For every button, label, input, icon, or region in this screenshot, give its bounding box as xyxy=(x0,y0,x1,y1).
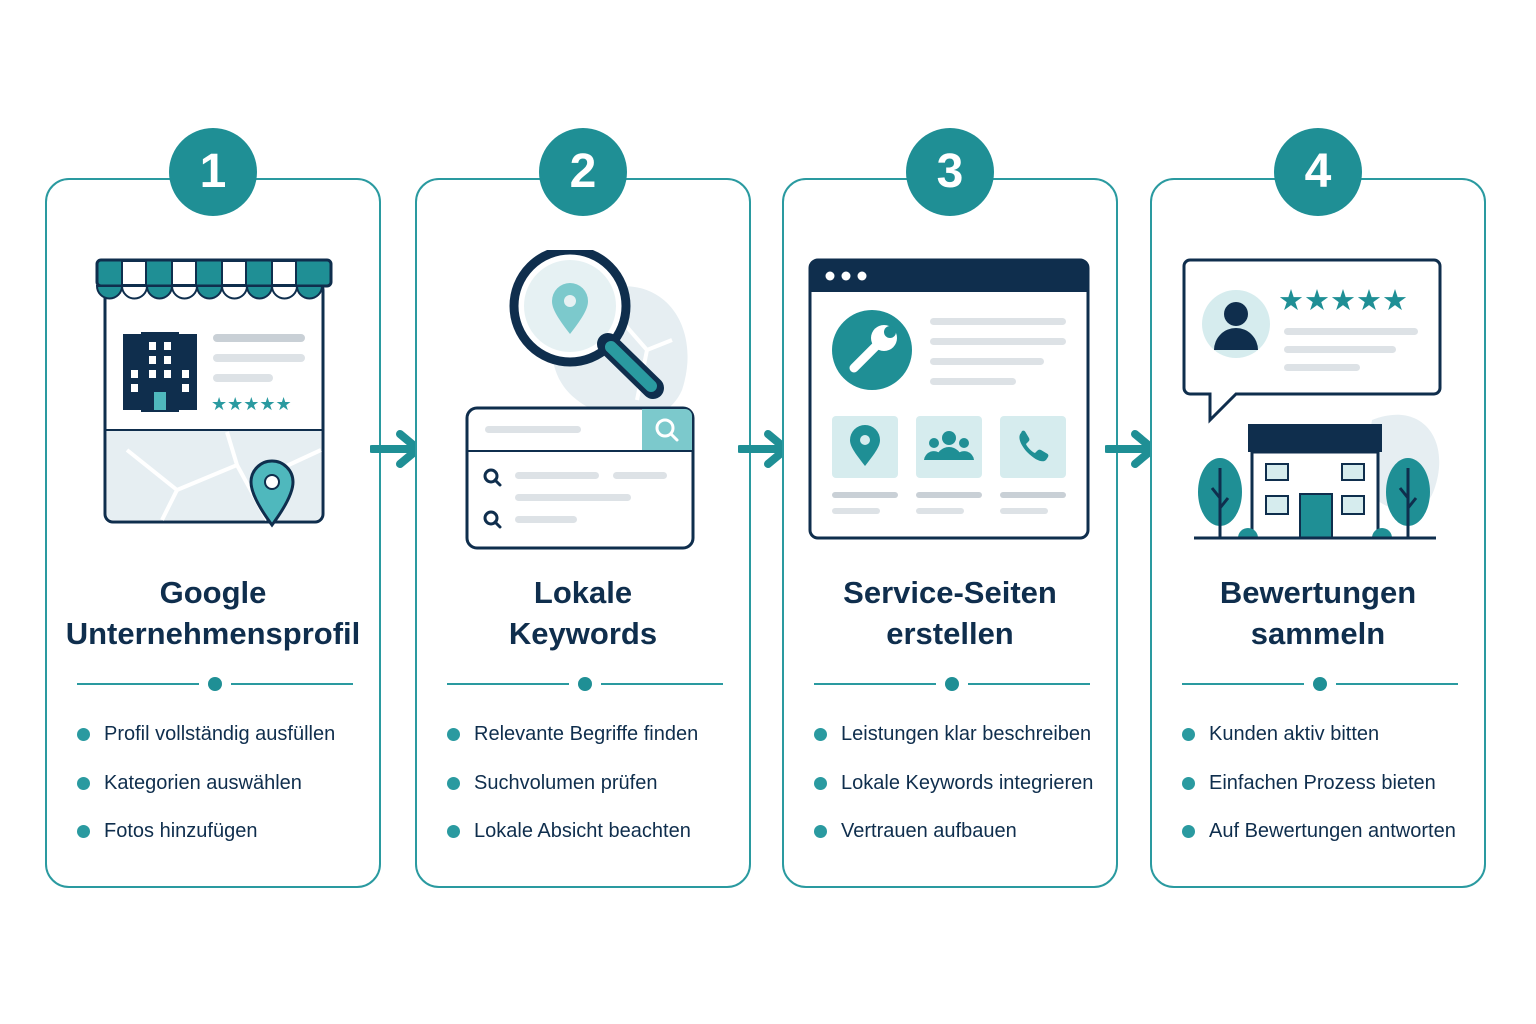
list-item: Auf Bewertungen antworten xyxy=(1182,817,1478,866)
list-item: Suchvolumen prüfen xyxy=(447,769,743,818)
step-title-line2: Unternehmensprofil xyxy=(65,616,361,651)
step-number-badge: 2 xyxy=(539,128,627,216)
list-item: Lokale Keywords integrieren xyxy=(814,769,1110,818)
bullet-list: Leistungen klar beschreiben Lokale Keywo… xyxy=(814,720,1110,866)
storefront-with-map-pin-icon: ★★★★★ xyxy=(95,258,333,528)
bullet-text: Lokale Absicht beachten xyxy=(474,820,691,842)
divider-dot-icon xyxy=(578,677,592,691)
step-card-1: 1 xyxy=(45,128,381,888)
bullet-dot-icon xyxy=(1182,776,1195,790)
bullet-dot-icon xyxy=(814,728,827,741)
step-number-badge: 3 xyxy=(906,128,994,216)
bullet-dot-icon xyxy=(1182,825,1195,838)
bullet-text: Einfachen Prozess bieten xyxy=(1209,771,1436,794)
step-card-2: 2 Lokale Keywords Relevante xyxy=(415,128,751,888)
divider xyxy=(1182,676,1458,692)
step-title-line2: Keywords xyxy=(508,616,658,651)
bullet-text: Kunden aktiv bitten xyxy=(1209,723,1380,745)
list-item: Leistungen klar beschreiben xyxy=(814,720,1110,769)
divider-dot-icon xyxy=(208,677,222,691)
list-item: Lokale Absicht beachten xyxy=(447,817,743,866)
step-title-line1: Google xyxy=(159,575,267,610)
divider-dot-icon xyxy=(1313,677,1327,691)
step-title: Lokale Keywords xyxy=(417,572,749,654)
bullet-list: Kunden aktiv bitten Einfachen Prozess bi… xyxy=(1182,720,1478,866)
step-title: Service-Seiten erstellen xyxy=(784,572,1116,654)
magnifier-search-box-icon xyxy=(465,250,695,550)
list-item: Fotos hinzufügen xyxy=(77,817,373,866)
bullet-dot-icon xyxy=(814,776,827,790)
list-item: Kategorien auswählen xyxy=(77,769,373,818)
bullet-dot-icon xyxy=(77,825,90,838)
bullet-dot-icon xyxy=(447,776,460,790)
step-title-line1: Service-Seiten xyxy=(843,575,1057,610)
step-card-3: 3 Service-Seiten xyxy=(782,128,1118,888)
bullet-dot-icon xyxy=(1182,728,1195,741)
bullet-text: Lokale Keywords integrieren xyxy=(841,771,1094,794)
step-card-4: 4 ★★★★★ Bewertungen sammeln xyxy=(1150,128,1486,888)
bullet-text: Vertrauen aufbauen xyxy=(841,820,1017,842)
bullet-text: Leistungen klar beschreiben xyxy=(841,723,1092,745)
list-item: Kunden aktiv bitten xyxy=(1182,720,1478,769)
bullet-list: Profil vollständig ausfüllen Kategorien … xyxy=(77,720,373,866)
divider xyxy=(814,676,1090,692)
bullet-dot-icon xyxy=(447,728,460,741)
divider xyxy=(77,676,353,692)
list-item: Vertrauen aufbauen xyxy=(814,817,1110,866)
step-number-badge: 1 xyxy=(169,128,257,216)
divider-dot-icon xyxy=(945,677,959,691)
bullet-dot-icon xyxy=(447,825,460,838)
bullet-text: Fotos hinzufügen xyxy=(104,820,258,842)
svg-text:★★★★★: ★★★★★ xyxy=(211,394,292,415)
step-title-line2: sammeln xyxy=(1250,616,1386,651)
step-title-line1: Lokale xyxy=(533,575,633,610)
divider xyxy=(447,676,723,692)
step-title-line2: erstellen xyxy=(886,616,1014,651)
step-title: Google Unternehmensprofil xyxy=(47,572,379,654)
bullet-dot-icon xyxy=(814,825,827,838)
list-item: Profil vollständig ausfüllen xyxy=(77,720,373,769)
list-item: Einfachen Prozess bieten xyxy=(1182,769,1478,818)
bullet-dot-icon xyxy=(77,728,90,741)
bullet-list: Relevante Begriffe finden Suchvolumen pr… xyxy=(447,720,743,866)
website-service-page-icon xyxy=(808,258,1090,540)
step-number-badge: 4 xyxy=(1274,128,1362,216)
review-bubble-house-icon: ★★★★★ xyxy=(1182,258,1442,540)
bullet-text: Relevante Begriffe finden xyxy=(474,723,699,745)
svg-text:★★★★★: ★★★★★ xyxy=(1278,283,1408,317)
bullet-text: Suchvolumen prüfen xyxy=(474,771,658,794)
bullet-dot-icon xyxy=(77,776,90,790)
step-title: Bewertungen sammeln xyxy=(1152,572,1484,654)
bullet-text: Auf Bewertungen antworten xyxy=(1209,820,1456,842)
list-item: Relevante Begriffe finden xyxy=(447,720,743,769)
bullet-text: Kategorien auswählen xyxy=(104,771,302,794)
bullet-text: Profil vollständig ausfüllen xyxy=(104,723,336,745)
step-title-line1: Bewertungen xyxy=(1219,575,1417,610)
